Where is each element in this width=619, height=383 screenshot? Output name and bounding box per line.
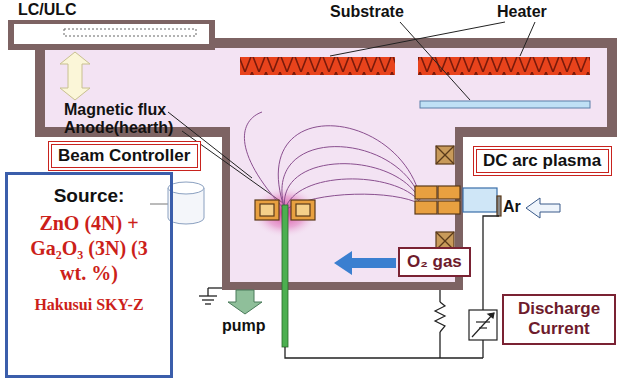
- part-label: Substrate: [330, 3, 404, 21]
- coil-symbol: [436, 146, 454, 164]
- load-lock-inner: [14, 24, 209, 44]
- plasma-gun: [438, 186, 460, 199]
- ground-symbol: [199, 288, 222, 304]
- plasma-gun: [438, 201, 460, 214]
- box-title: Discharge Current: [511, 299, 607, 340]
- pellet-leader: [150, 204, 168, 205]
- box-text: ZnO (4N) + Ga₂O₃ (3N) (3 wt. %): [28, 211, 150, 286]
- variable-supply-symbol: [472, 313, 494, 337]
- heater: [418, 57, 590, 75]
- part-label: Anode(hearth): [64, 119, 173, 137]
- heater: [418, 57, 590, 75]
- plasma-source-box: DC arc plasma: [473, 146, 612, 176]
- source-pellet: [168, 182, 204, 194]
- part-label: Magnetic flux: [64, 101, 166, 119]
- ground-symbol: [202, 299, 214, 300]
- load-lock-plate: [64, 29, 196, 36]
- gas-inlet-box: O₂ gas: [398, 247, 471, 277]
- beam-controller-magnet: [255, 200, 279, 220]
- plasma-gun: [415, 186, 501, 216]
- ground-symbol: [205, 303, 211, 304]
- plasma-gun: [415, 201, 437, 214]
- variable-supply-symbol: [488, 313, 494, 318]
- part-label: Heater: [497, 3, 547, 21]
- plasma-gun: [497, 196, 501, 216]
- circuit-wire: [439, 332, 440, 358]
- circuit-wire: [482, 340, 483, 358]
- circuit-wire: [285, 347, 483, 358]
- substrate-plate: [420, 101, 590, 108]
- box-title: O₂ gas: [407, 252, 462, 272]
- box-title: Beam Controller: [58, 146, 191, 166]
- coil-symbol: [436, 146, 454, 164]
- source-pellet: [168, 182, 204, 224]
- source-box: Source: ZnO (4N) + Ga₂O₃ (3N) (3 wt. %) Ha…: [5, 172, 173, 378]
- heater: [240, 57, 395, 75]
- ground-symbol: [208, 287, 222, 288]
- coil-symbol: [436, 146, 454, 164]
- box-text: Hakusui SKY-Z: [12, 296, 166, 314]
- box-title: Source:: [12, 185, 166, 207]
- leader-line: [400, 22, 470, 100]
- argon-arrow: [526, 198, 560, 218]
- magnetic-flux-line: [278, 126, 420, 210]
- source-panel: [5, 172, 173, 378]
- plasma-gun: [415, 186, 437, 199]
- heater: [240, 57, 395, 75]
- magnetic-flux-line: [244, 112, 420, 210]
- transfer-arrow: [60, 52, 90, 100]
- gas-label: Ar: [503, 198, 521, 216]
- variable-supply-symbol: [469, 310, 497, 340]
- resistor-symbol: [435, 302, 445, 332]
- variable-supply-symbol: [476, 321, 490, 322]
- beam-controller-box: Beam Controller: [48, 141, 201, 171]
- anode-rod: [282, 205, 288, 347]
- ground-symbol: [199, 295, 217, 296]
- leader-line: [520, 22, 535, 56]
- plasma-gun: [463, 188, 497, 212]
- leader-line: [330, 22, 505, 56]
- beam-controller-magnet: [296, 204, 310, 216]
- ground-symbol: [207, 288, 208, 296]
- pump-arrow: [228, 290, 262, 314]
- oxygen-arrow: [334, 251, 396, 275]
- load-lock: [8, 20, 215, 50]
- box-title: DC arc plasma: [483, 151, 602, 171]
- circuit-wire: [439, 290, 440, 302]
- beam-controller-magnet: [291, 200, 315, 220]
- part-label: pump: [222, 317, 266, 335]
- magnetic-flux-line: [244, 112, 285, 210]
- variable-supply-symbol: [469, 310, 497, 340]
- chamber-label: LC/ULC: [18, 1, 77, 19]
- discharge-current-box: Discharge Current: [502, 294, 616, 345]
- circuit-wire: [285, 216, 499, 358]
- resistor-symbol: [435, 302, 445, 332]
- circuit-wire: [483, 216, 499, 310]
- beam-controller-magnet: [260, 204, 274, 216]
